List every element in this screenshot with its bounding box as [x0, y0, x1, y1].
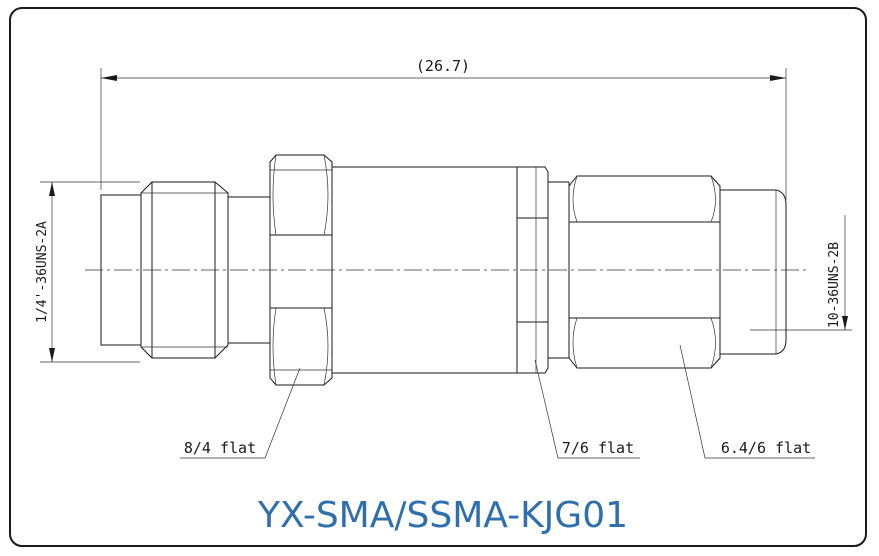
right-thread-label: 10-36UNS-2B	[827, 242, 842, 328]
callout-label: 8/4 flat	[184, 439, 256, 457]
callout-8-4-flat: 8/4 flat	[180, 367, 301, 459]
drawing-frame	[9, 7, 867, 547]
overall-dimension: (26.7)	[100, 57, 787, 200]
callout-7-6-flat: 7/6 flat	[534, 359, 640, 459]
left-thread-label: 1/4'-36UNS-2A	[35, 221, 50, 323]
callout-6-4-6-flat: 6.4/6 flat	[679, 344, 815, 459]
left-thread-dimension: 1/4'-36UNS-2A	[35, 181, 140, 363]
right-thread-dimension: 10-36UNS-2B	[750, 215, 852, 331]
callout-label: 7/6 flat	[562, 439, 634, 457]
overall-length-label: (26.7)	[416, 57, 470, 75]
part-number-title: YX-SMA/SSMA-KJG01	[257, 495, 628, 536]
callout-label: 6.4/6 flat	[721, 439, 811, 457]
connector-body	[85, 154, 806, 386]
